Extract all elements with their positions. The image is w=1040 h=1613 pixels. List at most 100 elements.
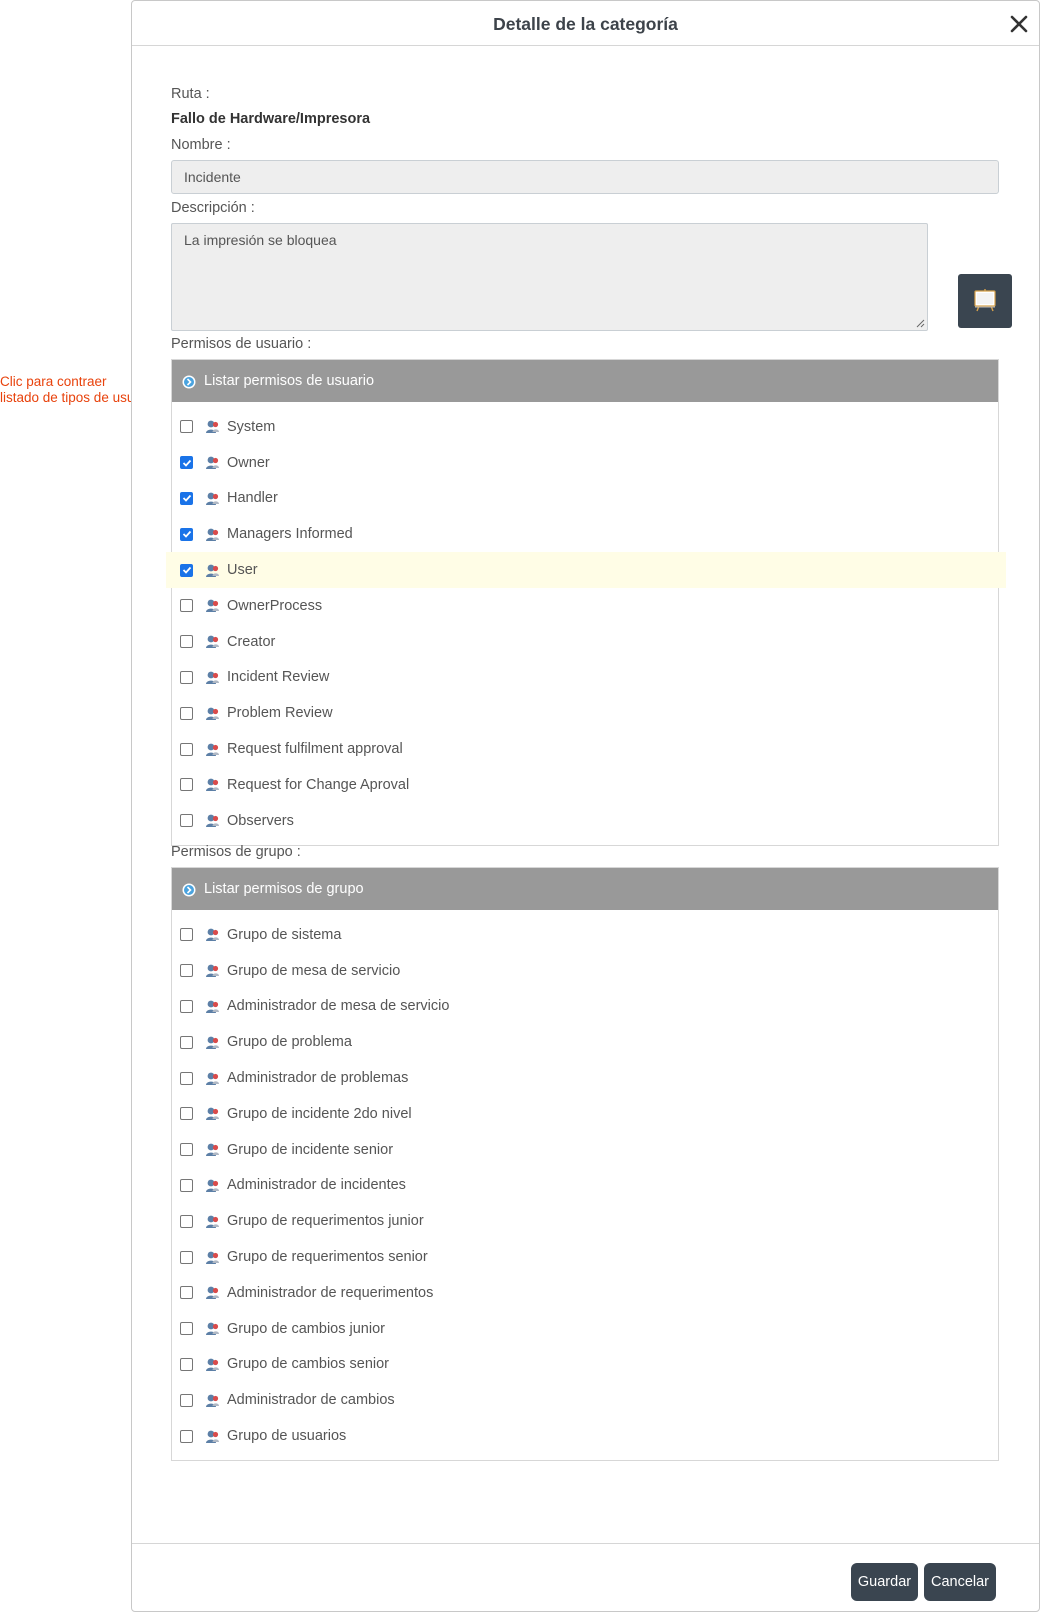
list-item: Administrador de cambios [172, 1382, 998, 1418]
permission-label: Grupo de mesa de servicio [227, 962, 401, 979]
save-button[interactable]: Guardar [851, 1563, 918, 1601]
user-icon [206, 599, 219, 613]
permission-label: Grupo de problema [227, 1034, 352, 1051]
permission-checkbox[interactable] [180, 1035, 193, 1049]
permission-checkbox[interactable] [180, 928, 193, 942]
permission-checkbox[interactable] [180, 742, 193, 756]
user-icon [206, 743, 219, 756]
permission-label: Grupo de usuarios [227, 1428, 347, 1445]
list-item: Grupo de mesa de servicio [172, 953, 998, 989]
user-icon [206, 635, 219, 649]
permission-label: OwnerProcess [227, 597, 323, 614]
user-icon [206, 1322, 219, 1336]
permission-checkbox[interactable] [180, 1214, 193, 1228]
user-permissions-header-label: Listar permisos de usuario [204, 373, 375, 389]
list-item: Administrador de requerimentos [172, 1275, 998, 1311]
list-item: Grupo de sistema [172, 917, 998, 953]
user-icon [206, 1358, 219, 1371]
cancel-button[interactable]: Cancelar [924, 1563, 996, 1601]
permission-checkbox[interactable] [180, 1286, 193, 1300]
user-icon [206, 1179, 219, 1192]
list-item: Administrador de incidentes [172, 1168, 998, 1204]
permission-checkbox[interactable] [180, 527, 193, 541]
list-item: Handler [172, 481, 998, 517]
user-icon [206, 492, 219, 505]
user-permissions-toggle[interactable]: Listar permisos de usuario [172, 360, 998, 402]
user-icon [206, 707, 219, 720]
list-item: Managers Informed [172, 516, 998, 552]
user-icon [206, 1036, 219, 1049]
permission-label: Grupo de sistema [227, 926, 342, 943]
permission-checkbox[interactable] [180, 1107, 193, 1121]
permission-label: System [227, 418, 276, 435]
list-item: Grupo de cambios junior [172, 1311, 998, 1347]
list-item: Administrador de problemas [172, 1060, 998, 1096]
permission-checkbox[interactable] [180, 599, 193, 613]
list-item: System [172, 409, 998, 445]
permission-checkbox[interactable] [180, 491, 193, 505]
modal-footer: Guardar Cancelar [132, 1543, 1039, 1613]
permission-checkbox[interactable] [180, 670, 193, 684]
resize-grip-icon[interactable] [916, 319, 925, 328]
list-item: Grupo de incidente senior [172, 1132, 998, 1168]
arrow-circle-right-icon [182, 883, 196, 897]
annotation-line-1: Clic para contraer [0, 374, 107, 389]
check-icon [182, 566, 191, 574]
permission-label: Observers [227, 812, 294, 829]
list-item: Grupo de usuarios [172, 1418, 998, 1454]
permission-checkbox[interactable] [180, 456, 193, 470]
list-item: Observers [172, 803, 998, 839]
user-icon [206, 564, 219, 577]
user-icon [206, 1286, 219, 1300]
list-item: Request for Change Aproval [172, 767, 998, 803]
user-icon [206, 1394, 219, 1407]
permission-checkbox[interactable] [180, 778, 193, 792]
permission-label: Grupo de cambios senior [227, 1356, 389, 1373]
permission-checkbox[interactable] [180, 814, 193, 828]
permission-checkbox[interactable] [180, 964, 193, 978]
user-icon [206, 1107, 219, 1121]
list-item: OwnerProcess [172, 588, 998, 624]
permission-checkbox[interactable] [180, 635, 193, 649]
name-field[interactable]: Incidente [171, 160, 999, 194]
user-icon [206, 964, 219, 978]
group-permissions-toggle[interactable]: Listar permisos de grupo [172, 868, 998, 910]
permission-label: Request fulfilment approval [227, 741, 403, 758]
user-icon [206, 671, 219, 684]
permission-checkbox[interactable] [180, 1143, 193, 1157]
permission-checkbox[interactable] [180, 420, 193, 434]
list-item: Incident Review [172, 660, 998, 696]
list-item: Grupo de problema [172, 1024, 998, 1060]
group-permissions-panel: Listar permisos de grupo Grupo de sistem… [171, 867, 999, 1461]
name-label: Nombre : [171, 137, 231, 153]
modal-title: Detalle de la categoría [493, 14, 678, 34]
permission-checkbox[interactable] [180, 563, 193, 577]
user-icon [206, 814, 219, 828]
permission-checkbox[interactable] [180, 999, 193, 1013]
board-button[interactable] [958, 274, 1012, 328]
permission-label: User [227, 562, 258, 579]
arrow-circle-right-icon [182, 375, 196, 389]
close-icon[interactable] [1007, 12, 1031, 36]
description-field[interactable]: La impresión se bloquea [171, 223, 928, 331]
permission-checkbox[interactable] [180, 1250, 193, 1264]
permission-checkbox[interactable] [180, 1393, 193, 1407]
permission-label: Grupo de incidente senior [227, 1141, 394, 1158]
permission-label: Handler [227, 490, 278, 507]
permission-label: Administrador de cambios [227, 1392, 395, 1409]
user-icon [206, 928, 219, 942]
check-icon [182, 459, 191, 467]
permission-label: Administrador de incidentes [227, 1177, 406, 1194]
list-item: Request fulfilment approval [172, 731, 998, 767]
list-item: Creator [172, 624, 998, 660]
permission-checkbox[interactable] [180, 1178, 193, 1192]
permission-checkbox[interactable] [180, 1071, 193, 1085]
permission-checkbox[interactable] [180, 706, 193, 720]
modal-header: Detalle de la categoría [132, 1, 1039, 46]
permission-checkbox[interactable] [180, 1357, 193, 1371]
permission-checkbox[interactable] [180, 1322, 193, 1336]
permission-checkbox[interactable] [180, 1429, 193, 1443]
category-detail-modal: Detalle de la categoría Ruta : Fallo de … [131, 0, 1040, 1612]
